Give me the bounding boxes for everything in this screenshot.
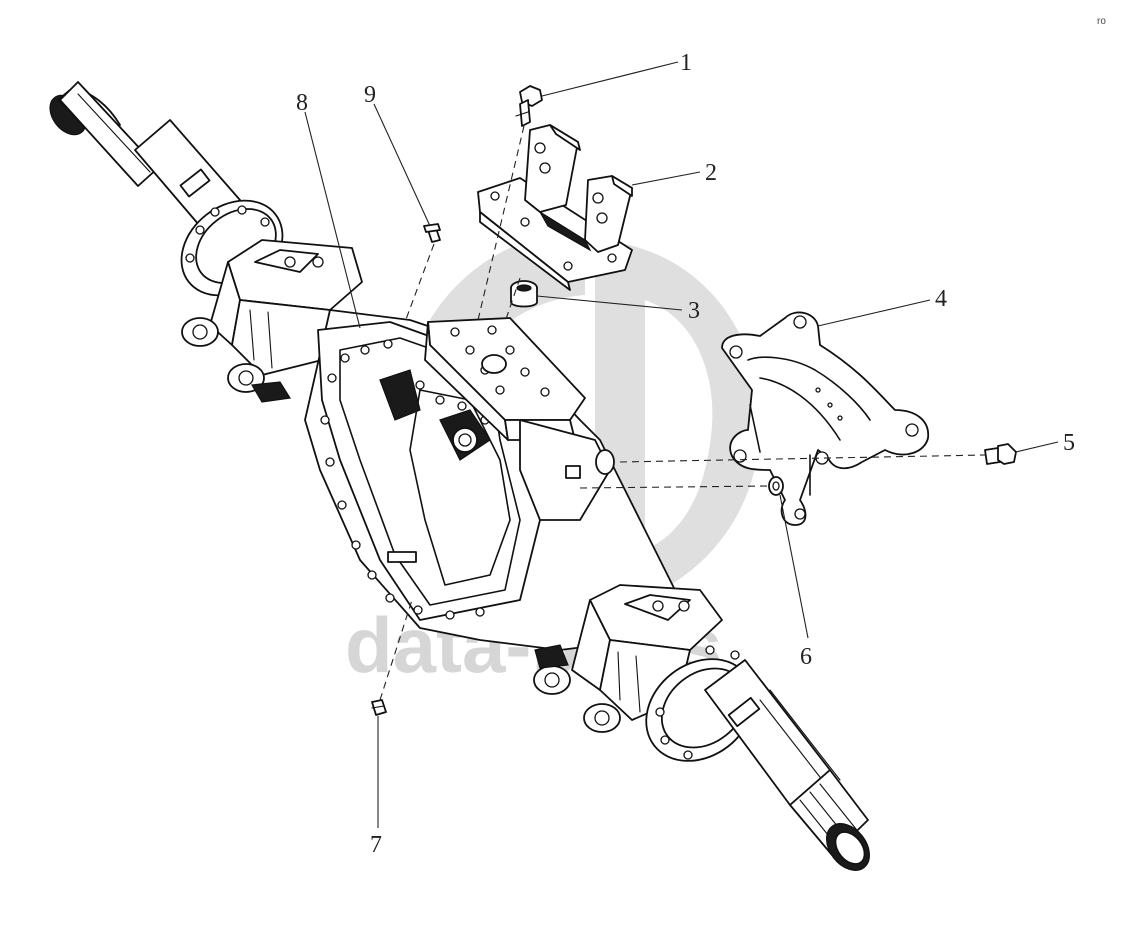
callout-6: 6: [800, 644, 812, 670]
leader-6: [779, 494, 809, 639]
breather-icon: [423, 223, 441, 243]
callout-4: 4: [935, 286, 947, 312]
callout-1: 1: [680, 50, 692, 76]
upper-bracket-icon: [477, 124, 633, 291]
leader-2: [631, 171, 701, 186]
corner-mark: ro: [1097, 16, 1106, 27]
callout-3: 3: [688, 298, 700, 324]
plug-icon: [371, 699, 387, 716]
bolt-icon: [984, 443, 1017, 465]
leader-3: [536, 295, 683, 311]
assembly-guide-lines: [379, 125, 986, 701]
leader-8: [304, 111, 361, 329]
callout-5: 5: [1063, 430, 1075, 456]
leader-lines: [304, 61, 1059, 828]
callout-9: 9: [364, 82, 376, 108]
callout-7: 7: [370, 832, 382, 858]
bolt-icon: [515, 85, 543, 127]
leader-4: [817, 299, 931, 327]
callout-8: 8: [296, 90, 308, 116]
callouts: 1 2 3 4 5 6 7 8 9: [296, 50, 1075, 858]
leader-1: [541, 61, 679, 97]
leader-5: [1015, 441, 1059, 453]
side-bracket-icon: [721, 311, 929, 526]
nut-icon: [768, 476, 784, 496]
axle-housing-icon: [49, 81, 870, 871]
callout-2: 2: [705, 160, 717, 186]
leader-9: [373, 103, 431, 227]
